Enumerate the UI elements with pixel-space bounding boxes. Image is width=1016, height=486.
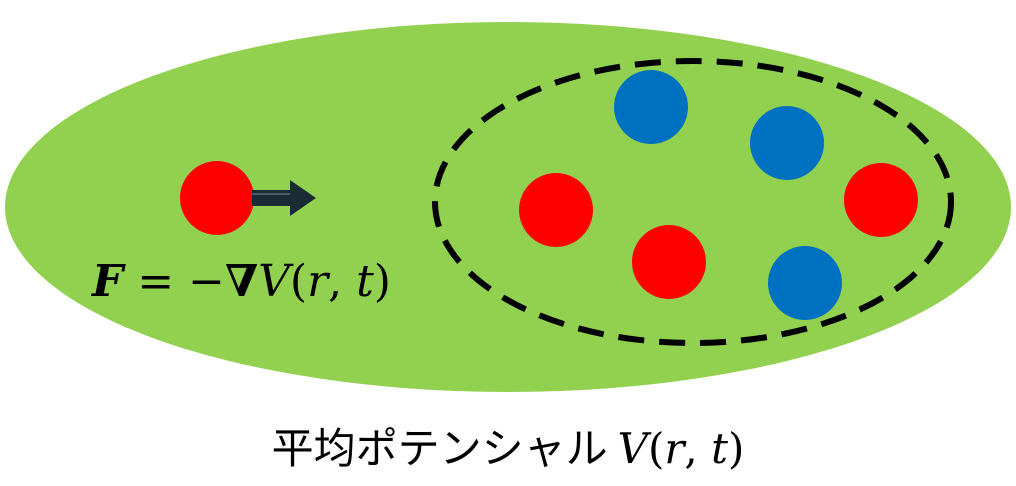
caption-r: r xyxy=(664,424,687,473)
caption-paren-close: ) xyxy=(728,424,744,473)
nabla-symbol: ∇ xyxy=(225,256,258,307)
interaction-boundary xyxy=(432,58,954,346)
cluster-particle-red-3 xyxy=(632,225,706,299)
caption-t: t xyxy=(711,424,728,473)
caption-japanese: 平均ポテンシャル xyxy=(272,424,608,473)
paren-close: ) xyxy=(374,256,391,307)
probe-particle-red xyxy=(180,161,254,235)
cluster-particle-blue-3 xyxy=(768,246,842,320)
equals-minus: = − xyxy=(123,256,225,307)
t-symbol: t xyxy=(356,256,374,307)
caption-comma: , xyxy=(684,424,711,473)
force-symbol: F xyxy=(90,256,126,307)
caption-V: V xyxy=(618,424,652,473)
r-symbol: r xyxy=(307,256,331,307)
paren-open: ( xyxy=(290,256,307,307)
cluster-particle-red-2 xyxy=(844,163,918,237)
caption-paren-open: ( xyxy=(648,424,664,473)
potential-field xyxy=(5,22,1011,392)
cluster-particle-red-1 xyxy=(519,173,593,247)
potential-symbol: V xyxy=(258,256,294,307)
cluster-particle-blue-2 xyxy=(750,106,824,180)
cluster-particle-blue-1 xyxy=(614,70,688,144)
force-arrow xyxy=(252,180,316,216)
force-equation: F = −∇V(r, t) xyxy=(90,256,391,307)
comma: , xyxy=(328,256,356,307)
